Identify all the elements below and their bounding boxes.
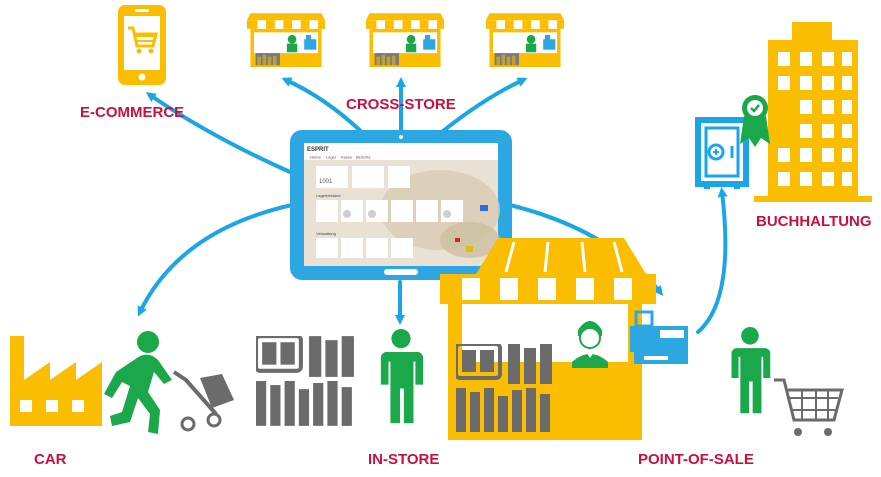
arrow-to-buchhaltung [696, 187, 728, 334]
tablet-nav-home: Home [310, 155, 321, 160]
person-icon [731, 327, 771, 414]
label-car: CAR [34, 451, 67, 468]
tablet-brand: ESPRIT [307, 147, 329, 153]
walking-person-icon [104, 331, 172, 434]
cashier-icon [572, 321, 608, 368]
tablet-screen-text: ESPRIT Home Lager Kasse Berichte 1001 La… [307, 147, 371, 236]
market-stall-icon [247, 13, 325, 67]
tablet-nav-berichte: Berichte [356, 155, 371, 160]
person-icon [380, 329, 424, 424]
label-crossstore: CROSS-STORE [346, 96, 456, 113]
hand-truck-icon [172, 370, 234, 432]
tablet-icon [290, 130, 512, 280]
label-instore: IN-STORE [368, 451, 440, 468]
arrow-to-car [137, 203, 294, 317]
market-stall-icon [486, 13, 564, 67]
office-building-icon [754, 22, 872, 202]
label-ecommerce: E-COMMERCE [80, 104, 185, 121]
shopping-cart-icon [774, 378, 844, 436]
certificate-badge-icon [740, 95, 770, 147]
tablet-section-lagerbestand: Lagerbestand [316, 193, 340, 198]
cash-register-icon [630, 310, 688, 364]
tablet-section-verwaltung: Verwaltung [316, 231, 336, 236]
label-buchhaltung: BUCHHALTUNG [756, 213, 872, 230]
shop-shelves-icon [256, 336, 354, 426]
tablet-nav-lager: Lager [326, 155, 337, 160]
factory-icon [10, 336, 102, 426]
safe-icon [695, 117, 749, 189]
tablet-tile-value: 1001 [319, 179, 333, 185]
tablet-nav-kasse: Kasse [341, 155, 353, 160]
label-pos: POINT-OF-SALE [638, 451, 754, 468]
smartphone-cart-icon [118, 5, 166, 85]
market-stall-icon [366, 13, 444, 67]
